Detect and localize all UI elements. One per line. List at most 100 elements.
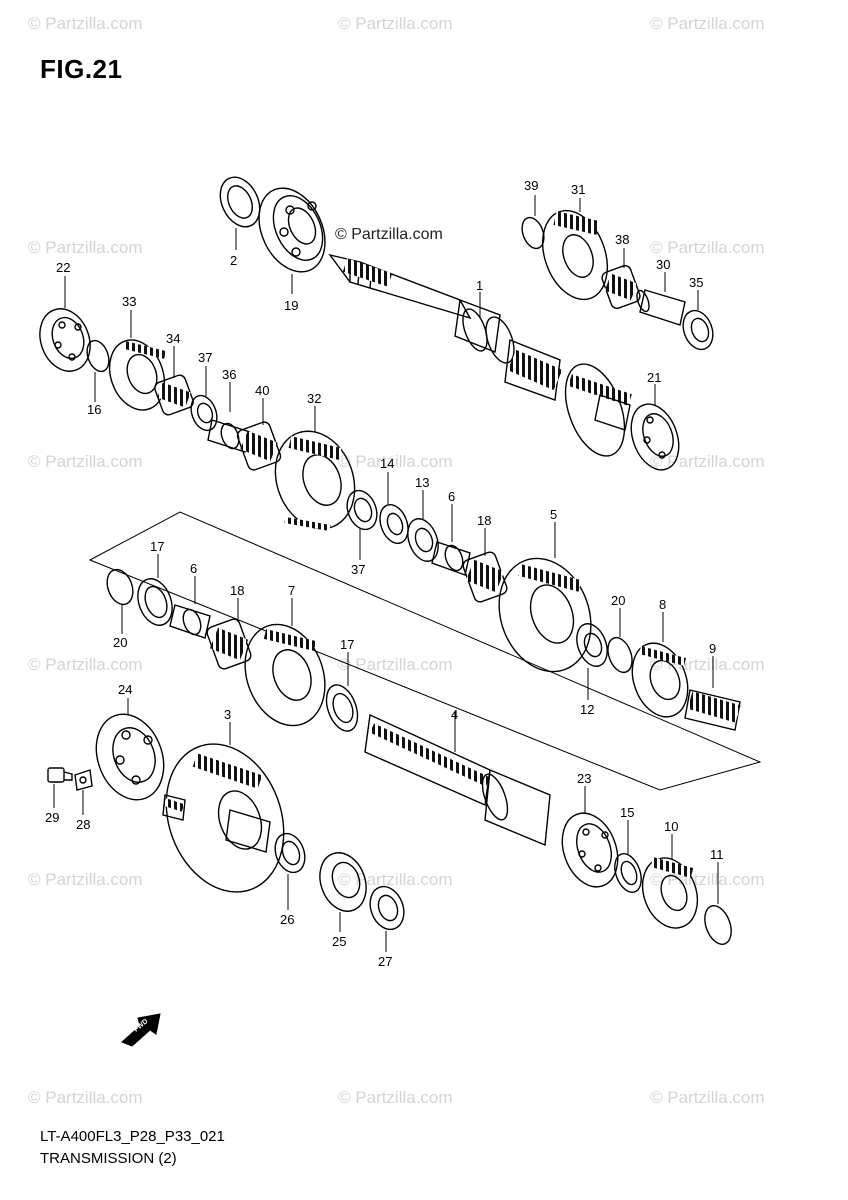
bushing-part[interactable]	[635, 289, 686, 326]
washer-part[interactable]	[132, 574, 178, 630]
watermark: © Partzilla.com	[650, 452, 765, 471]
watermark: © Partzilla.com	[28, 452, 143, 471]
washer-part[interactable]	[270, 829, 310, 876]
watermark: © Partzilla.com	[28, 655, 143, 674]
callout-label: 2	[230, 253, 237, 268]
callout-label: 19	[284, 298, 298, 313]
lock-washer-part[interactable]	[402, 515, 443, 566]
callout-label: 34	[166, 331, 180, 346]
bushing-part[interactable]	[431, 541, 471, 576]
gear-part[interactable]	[232, 613, 339, 737]
bushing-part[interactable]	[169, 604, 211, 639]
bearing-part[interactable]	[553, 805, 628, 894]
callout-label: 37	[351, 562, 365, 577]
watermark: © Partzilla.com	[28, 1088, 143, 1107]
callout-label: 22	[56, 260, 70, 275]
callout-label: 5	[550, 507, 557, 522]
oil-seal-part[interactable]	[213, 171, 268, 233]
callout-label: 6	[190, 561, 197, 576]
callout-label: 20	[611, 593, 625, 608]
output-gear-part[interactable]	[146, 727, 303, 908]
figure-code: LT-A400FL3_P28_P33_021	[40, 1128, 225, 1145]
needle-bearing-part[interactable]	[236, 420, 282, 471]
forward-direction-icon: FWD	[121, 1013, 161, 1047]
watermark: © Partzilla.com	[650, 870, 765, 889]
callout-label: 11	[710, 847, 724, 862]
callout-label: 18	[230, 583, 244, 598]
driveshaft-part[interactable]	[364, 713, 551, 847]
bearing-part[interactable]	[312, 846, 374, 917]
callout-label: 37	[198, 350, 212, 365]
callout-label: 7	[288, 583, 295, 598]
callout-label: 33	[122, 294, 136, 309]
callout-label: 8	[659, 597, 666, 612]
callout-label: 13	[415, 475, 429, 490]
callout-label: 36	[222, 367, 236, 382]
bearing-part[interactable]	[623, 398, 688, 477]
figure-title: FIG.21	[40, 54, 123, 84]
washer-part[interactable]	[610, 850, 646, 896]
circlip-part[interactable]	[700, 902, 736, 948]
callout-label: 14	[380, 456, 394, 471]
callout-label: 15	[620, 805, 634, 820]
needle-bearing-part[interactable]	[462, 551, 509, 604]
washer-part[interactable]	[74, 769, 93, 791]
callout-label: 9	[709, 641, 716, 656]
callout-label: 29	[45, 810, 59, 825]
lock-washer-part[interactable]	[571, 620, 612, 671]
callout-label: 16	[87, 402, 101, 417]
figure-name: TRANSMISSION (2)	[40, 1150, 177, 1167]
callout-label: 25	[332, 934, 346, 949]
callout-label: 18	[477, 513, 491, 528]
bearing-part[interactable]	[85, 705, 175, 810]
circlip-part[interactable]	[103, 566, 138, 608]
callout-label: 24	[118, 682, 132, 697]
watermark: © Partzilla.com	[28, 238, 143, 257]
watermark: © Partzilla.com	[338, 14, 453, 33]
gear-part[interactable]	[531, 202, 619, 309]
watermark: © Partzilla.com	[338, 452, 453, 471]
countershaft-part[interactable]	[328, 253, 636, 464]
gear-part[interactable]	[633, 850, 706, 935]
needle-bearing-part[interactable]	[153, 374, 195, 417]
bearing-part[interactable]	[32, 302, 99, 379]
callout-label: 12	[580, 702, 594, 717]
watermark: © Partzilla.com	[338, 655, 453, 674]
circlip-part[interactable]	[604, 634, 637, 675]
bolt-part[interactable]	[47, 767, 73, 783]
callout-label: 3	[224, 707, 231, 722]
callout-label: 23	[577, 771, 591, 786]
callout-label: 31	[571, 182, 585, 197]
bearing-part[interactable]	[246, 177, 338, 282]
spacer-part[interactable]	[678, 306, 718, 353]
oil-seal-part[interactable]	[364, 882, 409, 934]
washer-part[interactable]	[321, 681, 364, 736]
callout-label: 35	[689, 275, 703, 290]
watermark: © Partzilla.com	[28, 870, 143, 889]
callout-label: 28	[76, 817, 90, 832]
needle-bearing-part[interactable]	[206, 618, 253, 671]
callout-label: 10	[664, 819, 678, 834]
lock-washer-part[interactable]	[375, 501, 413, 547]
gear-part[interactable]	[262, 420, 368, 540]
callout-label: 32	[307, 391, 321, 406]
callout-label: 30	[656, 257, 670, 272]
callout-label: 20	[113, 635, 127, 650]
watermark: © Partzilla.com	[650, 1088, 765, 1107]
callout-label: 27	[378, 954, 392, 969]
callout-label: 39	[524, 178, 538, 193]
needle-bearing-part[interactable]	[600, 264, 641, 310]
gear-part[interactable]	[623, 635, 698, 724]
callout-label: 6	[448, 489, 455, 504]
callout-label: 40	[255, 383, 269, 398]
watermark: © Partzilla.com	[338, 1088, 453, 1107]
washer-part[interactable]	[83, 338, 113, 375]
gear-part[interactable]	[484, 545, 606, 684]
brand-label: © Partzilla.com	[335, 226, 443, 243]
circlip-part[interactable]	[518, 215, 548, 252]
watermark: © Partzilla.com	[28, 14, 143, 33]
lock-washer-part[interactable]	[342, 486, 382, 533]
gear-part[interactable]	[684, 689, 741, 731]
gear-part[interactable]	[100, 332, 173, 417]
